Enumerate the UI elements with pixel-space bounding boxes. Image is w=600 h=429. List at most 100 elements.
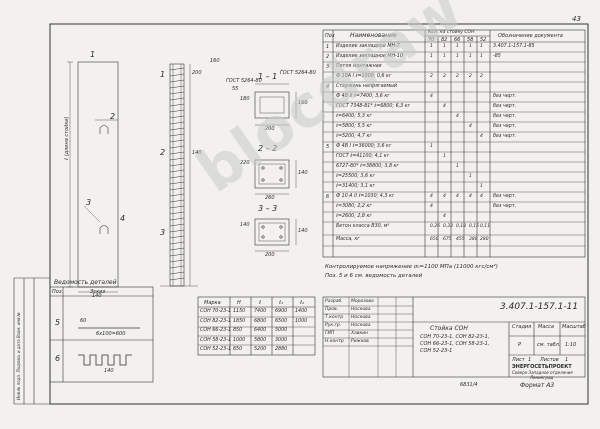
spec-row-qty: 2: [480, 74, 483, 79]
spec-row-mark: без черт.: [493, 134, 517, 139]
gost-label-1: ГОСТ 5264-80: [226, 78, 262, 84]
label-pos-4: 4: [120, 214, 126, 223]
spec-row-qty: 1: [430, 144, 433, 149]
spec-row-name: Ф 10 А II ℓ=1030; 4,3 кг: [336, 194, 395, 199]
stamp-name: Хавкин: [351, 331, 369, 336]
mark-table-cell: 1850: [233, 318, 246, 324]
spec-row-mark: без черт.: [493, 124, 517, 129]
spec-row-name: Стержень напрягаемый: [336, 84, 397, 89]
sheet-format: Формат А3: [520, 382, 555, 389]
spec-row-qty: 1: [480, 184, 483, 189]
vedomost-col-sketch: Эскиз: [90, 289, 106, 295]
spec-row-name: ℓ=31400; 3,1 кг: [336, 184, 375, 189]
spec-row-name: Ф 4В II ℓ=7400; 3,6 кг: [336, 94, 390, 99]
side-stamp: Инв.№ подл. Подпись и дата Взам. инв.№: [16, 312, 21, 400]
spec-row-qty: 2: [469, 74, 472, 79]
spec-row-mark: без черт.: [493, 194, 517, 199]
listov-header: Листов: [540, 357, 559, 363]
spec-row-mark: без черт.: [493, 114, 517, 119]
spec-row-name: ℓ=6400; 5,3 кг: [336, 114, 372, 119]
note-line-2: Поз. 5 и 6 см. ведомость деталей: [325, 273, 423, 279]
mark-header-1: H: [237, 300, 241, 306]
spec-row-qty: 4: [456, 114, 459, 119]
gost-label-2: ГОСТ 5264-80: [280, 70, 316, 76]
mark-table-cell: СОН 70-23-1: [200, 309, 231, 314]
spec-header-name: Наименование: [350, 32, 397, 39]
spec-row-qty: 0,33: [443, 224, 454, 229]
spec-row-pos: 1: [326, 44, 330, 50]
label-cut-3: 3: [160, 228, 166, 237]
spec-row-qty: 1: [443, 154, 446, 159]
label-pos-2: 2: [110, 112, 116, 121]
label-pos-3: 3: [86, 198, 92, 207]
stadia-value: Р: [518, 342, 522, 348]
mark-table-cell: СОН 66-23-1: [200, 328, 231, 333]
dim-8: 140: [240, 222, 250, 228]
dim-11: 160: [210, 58, 220, 64]
stadia-header: Стадия: [512, 324, 532, 330]
vertical-dimension: ℓ (длина стойки): [64, 116, 70, 160]
spec-row-qty: 1: [469, 44, 472, 49]
spec-header-qty-2: 82: [441, 37, 448, 43]
spec-row-name: Ф 4В I ℓ=36000; 3,6 кг: [336, 144, 392, 149]
section-1-title: 1 – 1: [258, 72, 278, 81]
spec-row-name: Петля монтажная: [336, 64, 382, 69]
label-cut-1: 1: [160, 70, 166, 79]
spec-row-qty: 0,15: [469, 224, 480, 229]
spec-row-qty: 1: [469, 174, 472, 179]
spec-row-qty: 4: [430, 94, 433, 99]
spec-row-name: ℓ=25500; 3,6 кг: [336, 174, 375, 179]
spec-row-name: ℓ=2600; 2,8 кг: [336, 214, 372, 219]
list-value: 1: [528, 357, 532, 363]
spec-row-qty: 2: [430, 74, 433, 79]
spec-row-qty: 4: [480, 134, 483, 139]
spec-header-qty-3: 66: [454, 37, 461, 43]
spec-row-qty: 4: [430, 194, 433, 199]
spec-row-qty: 0,26: [430, 224, 441, 229]
spec-row-qty: 650: [430, 237, 439, 242]
spec-row-qty: 455: [456, 237, 465, 242]
mark-table-cell: 6900: [275, 309, 288, 314]
org-name: ЭНЕРГОСЕТЬПРОЕКТ: [512, 364, 572, 370]
section-2-title: 2 – 2: [258, 144, 278, 153]
dim-6: 140: [298, 228, 308, 234]
mark-table-cell: СОН 52-23-1: [200, 347, 231, 352]
mark-table-cell: 3000: [275, 337, 288, 343]
spec-row-qty: 4: [469, 124, 472, 129]
spec-row-name: ℓ=3080; 2,2 кг: [336, 204, 372, 209]
stamp-role: Разраб.: [325, 299, 343, 304]
spec-row-name: ℓ=5800; 5,5 кг: [336, 124, 372, 129]
spec-header-qty-4: 58: [467, 37, 474, 43]
spec-row-pos: 6: [326, 194, 330, 200]
spec-header-qty-1: 70: [428, 37, 435, 43]
label-pos-1: 1: [90, 50, 96, 59]
vedomost-row-1-dim-1: 60: [80, 318, 87, 324]
spec-row-qty: 4: [430, 204, 433, 209]
mark-table-cell: 2880: [275, 347, 288, 352]
mark-table-cell: 7400: [254, 309, 267, 314]
mark-table-cell: 1000: [233, 337, 246, 343]
mark-table-cell: 6800: [254, 318, 267, 324]
spec-row-qty: 1: [456, 54, 459, 59]
org-branch: Северо-Западное отделение: [512, 370, 573, 375]
dim-4: 140: [298, 170, 308, 176]
mark-table-cell: 5000: [275, 328, 288, 333]
spec-row-pos: 2: [326, 54, 330, 60]
document-code: 3.407.1-157.1-11: [500, 302, 579, 312]
spec-row-pos: 3: [326, 64, 330, 70]
dim-2: 160: [298, 100, 308, 106]
spec-header-qty: Кол. на стойку СОН: [428, 30, 475, 35]
spec-row-qty: 1: [443, 44, 446, 49]
note-line-1: Контролируемое напряжение σ₀=1100 МПа (1…: [325, 264, 498, 270]
spec-row-pos: 5: [326, 144, 330, 150]
stamp-role: Н.контр: [325, 339, 344, 344]
spec-row-qty: 675: [443, 237, 452, 242]
dim-13: 55: [232, 86, 239, 92]
spec-row-name: ГОСТ ℓ=41100; 4,1 кг: [336, 154, 390, 159]
stamp-name: Носкова: [351, 315, 371, 320]
mark-header-2: ℓ: [259, 300, 262, 306]
stamp-name: Морозова: [351, 299, 374, 304]
mass-value: см. табл.: [537, 342, 561, 348]
spec-row-qty: 1: [480, 44, 483, 49]
